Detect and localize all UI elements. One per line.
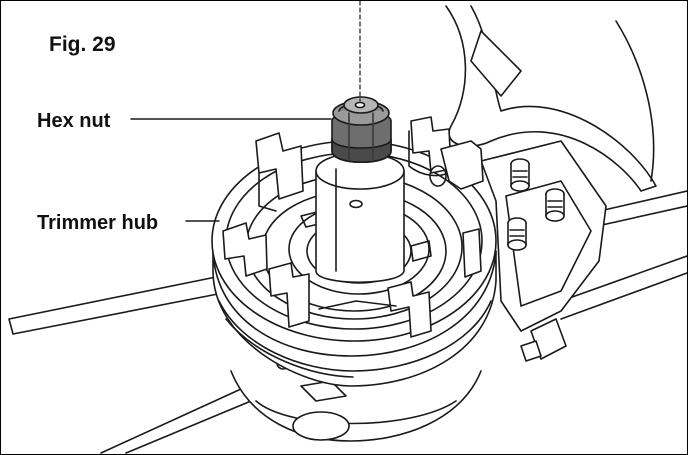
center-spindle	[315, 152, 405, 283]
figure-title: Fig. 29	[49, 33, 116, 56]
hex-nut-label: Hex nut	[37, 110, 111, 132]
trimmer-hub-label: Trimmer hub	[37, 212, 158, 234]
mounting-bolts	[507, 158, 567, 362]
lower-housing	[230, 356, 482, 442]
hex-nut	[331, 96, 392, 164]
